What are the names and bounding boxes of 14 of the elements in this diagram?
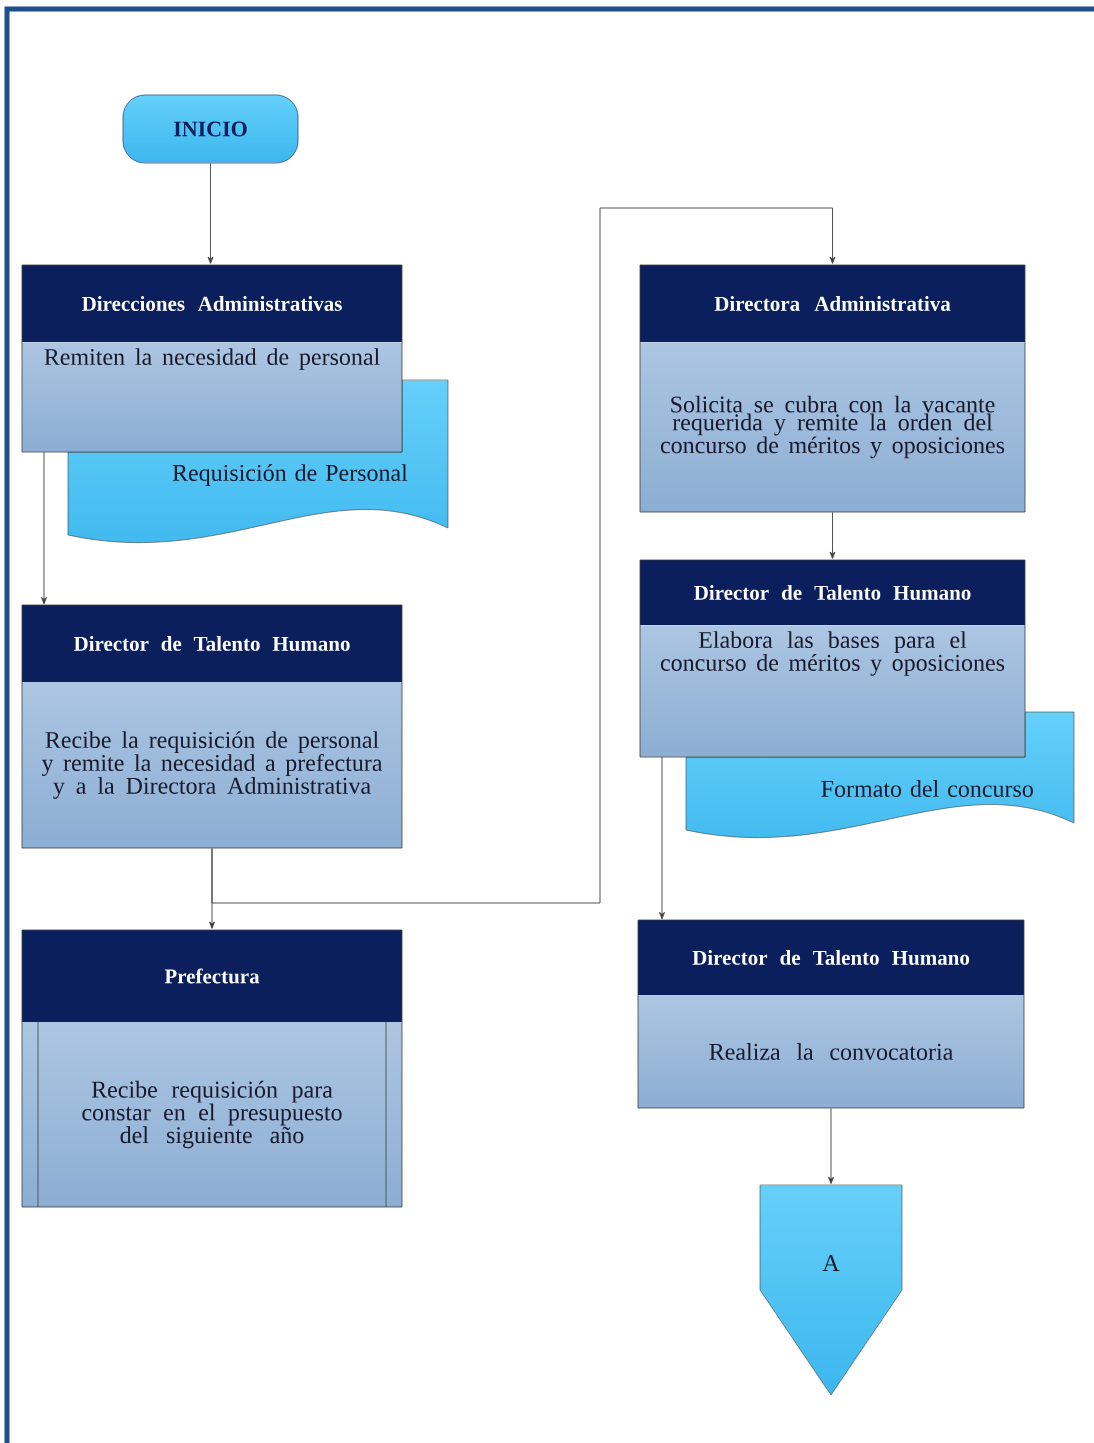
start-terminator: INICIO — [122, 94, 299, 164]
arrow — [828, 1107, 834, 1184]
process-box: Director de Talento Humano Recibe la requisición de personal y remite la necesidad a prefectura y a la Directora Administrativa — [21, 604, 403, 849]
process-box: Director de Talento Humano Elabora las bases para el concurso de méritos y oposiciones — [639, 559, 1026, 758]
off-page-connector: A — [759, 1184, 903, 1396]
arrow — [41, 451, 47, 605]
arrow — [829, 511, 836, 559]
process-box: Directora Administrativa Solicita se cubra con la vacante requerida y remite la orden del concurso de méritos y oposiciones — [639, 264, 1026, 513]
process-box: Direcciones Administrativas Remiten la necesidad de personal — [21, 264, 403, 453]
process-box: Director de Talento Humano Realiza la convocatoria — [637, 919, 1025, 1109]
arrow — [659, 756, 665, 920]
predefined-process-box: Prefectura Recibe requisición para constar en el presupuesto del siguiente año — [21, 929, 403, 1208]
arrow — [211, 207, 836, 904]
arrow — [207, 162, 214, 264]
